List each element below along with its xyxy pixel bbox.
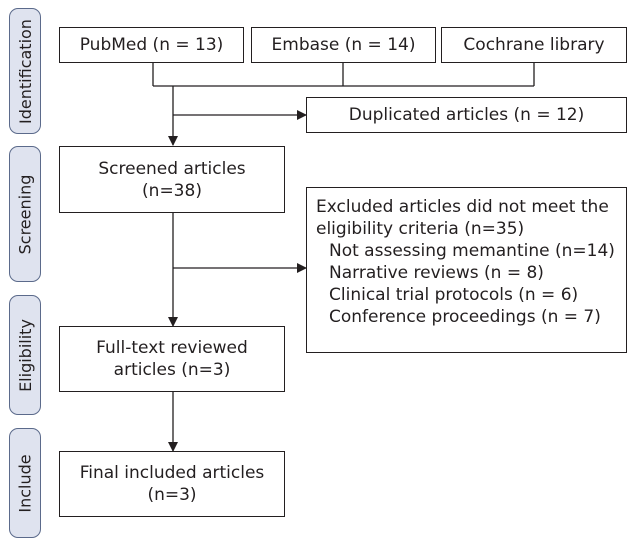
phase-include: Include	[9, 428, 41, 538]
duplicates-label: Duplicated articles (n = 12)	[348, 105, 585, 125]
final-title: Final included articles	[79, 463, 265, 483]
phase-screening-label: Screening	[15, 174, 35, 254]
fulltext-box: Full-text reviewed articles (n=3)	[59, 326, 285, 392]
phase-include-label: Include	[15, 453, 35, 513]
excluded-reason: Clinical trial protocols (n = 6)	[329, 285, 579, 305]
embase-box: Embase (n = 14)	[251, 27, 436, 63]
phase-eligibility: Eligibility	[9, 295, 41, 415]
duplicates-box: Duplicated articles (n = 12)	[306, 97, 627, 133]
pubmed-label: PubMed (n = 13)	[79, 35, 224, 55]
phase-identification-label: Identification	[15, 18, 35, 124]
excluded-reason: Narrative reviews (n = 8)	[329, 263, 544, 283]
embase-label: Embase (n = 14)	[271, 35, 416, 55]
excluded-title: Excluded articles did not meet the	[316, 197, 609, 217]
phase-identification: Identification	[9, 8, 41, 134]
excluded-title-2: eligibility criteria (n=35)	[316, 219, 525, 239]
final-count: (n=3)	[147, 485, 197, 505]
final-box: Final included articles (n=3)	[59, 451, 285, 517]
pubmed-box: PubMed (n = 13)	[59, 27, 244, 63]
cochrane-box: Cochrane library	[441, 27, 627, 63]
excluded-box: Excluded articles did not meet the eligi…	[306, 187, 627, 353]
excluded-reason: Conference proceedings (n = 7)	[329, 307, 601, 327]
fulltext-title: Full-text reviewed	[96, 338, 248, 358]
cochrane-label: Cochrane library	[463, 35, 605, 55]
screened-title: Screened articles	[98, 158, 246, 179]
excluded-reason: Not assessing memantine (n=14)	[329, 241, 615, 261]
screened-box: Screened articles (n=38)	[59, 146, 285, 213]
phase-eligibility-label: Eligibility	[15, 318, 35, 392]
screened-count: (n=38)	[142, 180, 202, 201]
fulltext-count: articles (n=3)	[113, 360, 231, 380]
phase-screening: Screening	[9, 146, 41, 282]
